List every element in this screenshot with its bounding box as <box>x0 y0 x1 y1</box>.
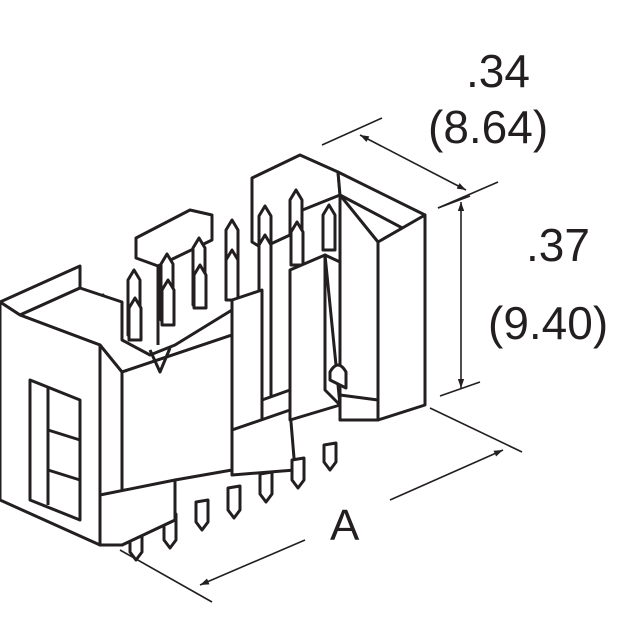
height-dimension <box>437 195 481 397</box>
depth-mm-label: (8.64) <box>428 101 549 153</box>
pin <box>127 296 143 342</box>
pin <box>224 248 240 302</box>
pin <box>321 203 337 252</box>
height-inch-label: .37 <box>526 219 590 271</box>
pin <box>226 484 242 520</box>
pin <box>194 498 210 532</box>
length-a-label: A <box>330 501 360 550</box>
pin <box>290 456 306 490</box>
pin <box>258 470 274 504</box>
pin <box>289 220 305 267</box>
rear-shroud-wall <box>250 153 427 422</box>
pin <box>192 263 208 310</box>
center-channel <box>230 288 297 477</box>
length-dimension <box>119 407 523 603</box>
front-right-block <box>288 253 380 422</box>
pin <box>160 278 176 327</box>
pin <box>322 441 338 472</box>
front-left-latch-block <box>0 264 234 547</box>
height-mm-label: (9.40) <box>488 297 609 349</box>
depth-inch-label: .34 <box>466 45 530 97</box>
rear-short-wall <box>134 208 214 345</box>
